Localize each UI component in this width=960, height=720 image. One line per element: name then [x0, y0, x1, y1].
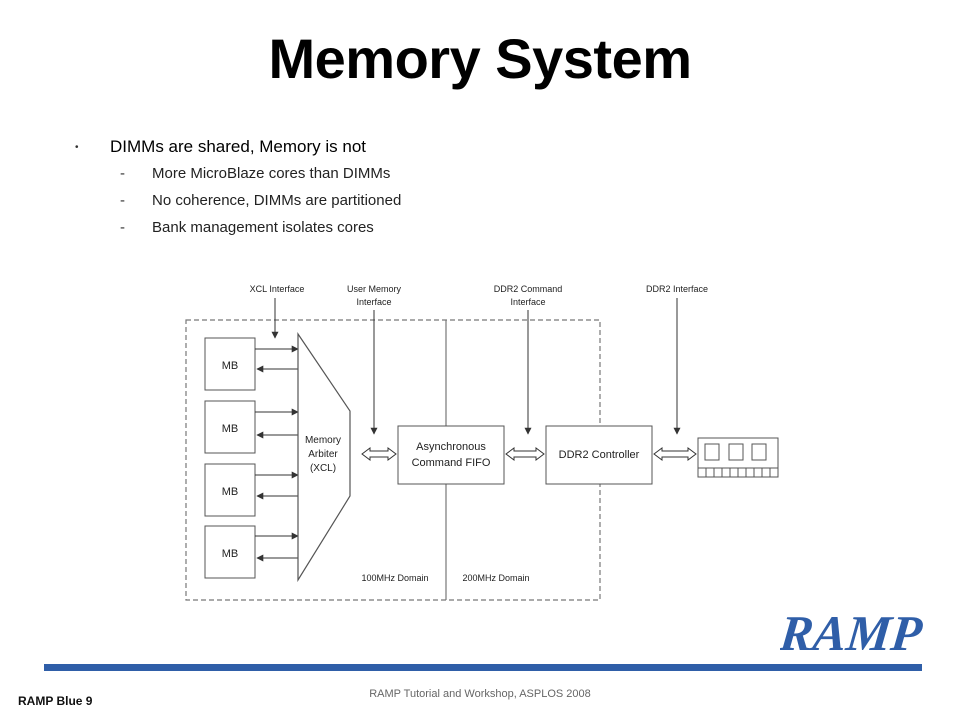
- ddr2-controller-label: DDR2 Controller: [559, 449, 640, 461]
- bullet-list: • DIMMs are shared, Memory is not - More…: [72, 134, 672, 241]
- domain-200mhz-label: 200MHz Domain: [462, 573, 529, 583]
- arbiter-label-3: (XCL): [310, 463, 336, 474]
- footer-accent-bar: [44, 664, 922, 671]
- user-memory-interface-label-2: Interface: [356, 297, 391, 307]
- bidirectional-arrow-icon: [361, 447, 397, 461]
- sub-bullet-text: More MicroBlaze cores than DIMMs: [152, 165, 391, 182]
- dash-icon: -: [120, 192, 125, 209]
- bullet-item: • DIMMs are shared, Memory is not: [72, 134, 672, 160]
- bullet-text: DIMMs are shared, Memory is not: [110, 137, 367, 156]
- sub-bullet-text: Bank management isolates cores: [152, 219, 374, 236]
- bidirectional-arrow-icon: [505, 447, 545, 461]
- slide-title: Memory System: [268, 27, 692, 90]
- fifo-label-1: Asynchronous: [416, 441, 486, 453]
- mb-label: MB: [222, 548, 239, 560]
- dimm-icon: [697, 437, 779, 478]
- mb-block: MB: [204, 463, 299, 517]
- fifo-label-2: Command FIFO: [412, 457, 491, 469]
- domain-100mhz-label: 100MHz Domain: [361, 573, 428, 583]
- footer-slide-label: RAMP Blue 9: [18, 694, 93, 708]
- mb-block: MB: [204, 525, 299, 579]
- ddr2-command-interface-label: DDR2 Command: [494, 284, 563, 294]
- ddr2-interface-label: DDR2 Interface: [646, 284, 708, 294]
- dash-icon: -: [120, 219, 125, 236]
- mb-block: MB: [204, 400, 299, 454]
- mb-label: MB: [222, 486, 239, 498]
- ddr2-controller: [545, 425, 653, 485]
- xcl-interface-label: XCL Interface: [250, 284, 305, 294]
- ddr2-command-interface-label-2: Interface: [510, 297, 545, 307]
- user-memory-interface-label: User Memory: [347, 284, 402, 294]
- bullet-dot-icon: •: [75, 142, 79, 153]
- async-command-fifo: [397, 425, 505, 485]
- mb-label: MB: [222, 423, 239, 435]
- sub-bullet-item: - More MicroBlaze cores than DIMMs: [72, 160, 672, 187]
- mb-block: MB: [204, 337, 299, 391]
- ramp-logo-text: RAMP: [780, 605, 925, 660]
- footer-event-label: RAMP Tutorial and Workshop, ASPLOS 2008: [369, 688, 591, 700]
- sub-bullet-item: - Bank management isolates cores: [72, 214, 672, 241]
- arbiter-label-2: Arbiter: [308, 449, 338, 460]
- sub-bullet-item: - No coherence, DIMMs are partitioned: [72, 187, 672, 214]
- arbiter-label-1: Memory: [305, 435, 341, 446]
- sub-bullet-text: No coherence, DIMMs are partitioned: [152, 192, 402, 209]
- memory-arbiter: [297, 332, 351, 583]
- dash-icon: -: [120, 165, 125, 182]
- ramp-logo: RAMP: [780, 605, 925, 660]
- bidirectional-arrow-icon: [653, 447, 697, 461]
- memory-system-diagram: XCL Interface User Memory Interface DDR2…: [185, 284, 779, 601]
- mb-label: MB: [222, 360, 239, 372]
